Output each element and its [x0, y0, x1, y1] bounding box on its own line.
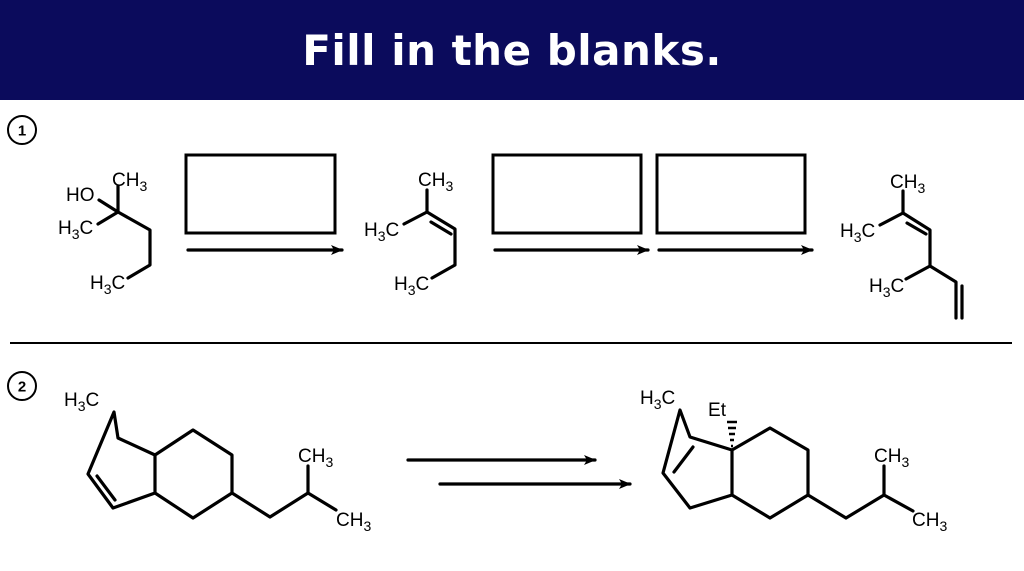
problem-1-number: 1 — [7, 115, 37, 145]
atom-label: HO — [66, 185, 95, 206]
header-banner: Fill in the blanks. — [0, 0, 1024, 100]
atom-label: CH3 — [298, 446, 333, 470]
atom-label: CH3 — [336, 510, 371, 534]
atom-label: H3C — [394, 274, 429, 298]
molecule-diene-product: CH3 H3C H3C — [840, 172, 964, 320]
atom-label: H3C — [640, 388, 675, 412]
atom-label: CH3 — [912, 510, 947, 534]
molecule-bicyclic-starting-material: H3C CH3 CH3 — [64, 390, 371, 534]
svg-text:2: 2 — [18, 379, 26, 396]
atom-label: CH3 — [890, 172, 925, 196]
atom-label: Et — [708, 400, 727, 421]
atom-label: H3C — [90, 273, 125, 297]
atom-label: CH3 — [874, 446, 909, 470]
problem-2-number: 2 — [7, 371, 37, 401]
atom-label: H3C — [64, 390, 99, 414]
atom-label: H3C — [364, 220, 399, 244]
atom-label: CH3 — [112, 170, 147, 194]
reagent-blank-box-2[interactable] — [491, 153, 643, 235]
reagent-blank-box-1[interactable] — [184, 153, 337, 235]
molecule-2-methylpent-2-ene: CH3 H3C H3C — [364, 170, 457, 298]
atom-label: CH3 — [418, 170, 453, 194]
page-title: Fill in the blanks. — [302, 25, 722, 75]
molecule-2-methylpentan-2-ol: CH3 HO H3C H3C — [58, 170, 152, 297]
atom-label: H3C — [58, 218, 93, 242]
atom-label: H3C — [840, 221, 875, 245]
svg-text:1: 1 — [18, 123, 26, 140]
molecule-bicyclic-product: H3C Et CH3 CH3 — [640, 388, 947, 534]
atom-label: H3C — [869, 276, 904, 300]
reagent-blank-box-3[interactable] — [655, 153, 807, 235]
hashed-wedge-bond — [727, 420, 737, 448]
